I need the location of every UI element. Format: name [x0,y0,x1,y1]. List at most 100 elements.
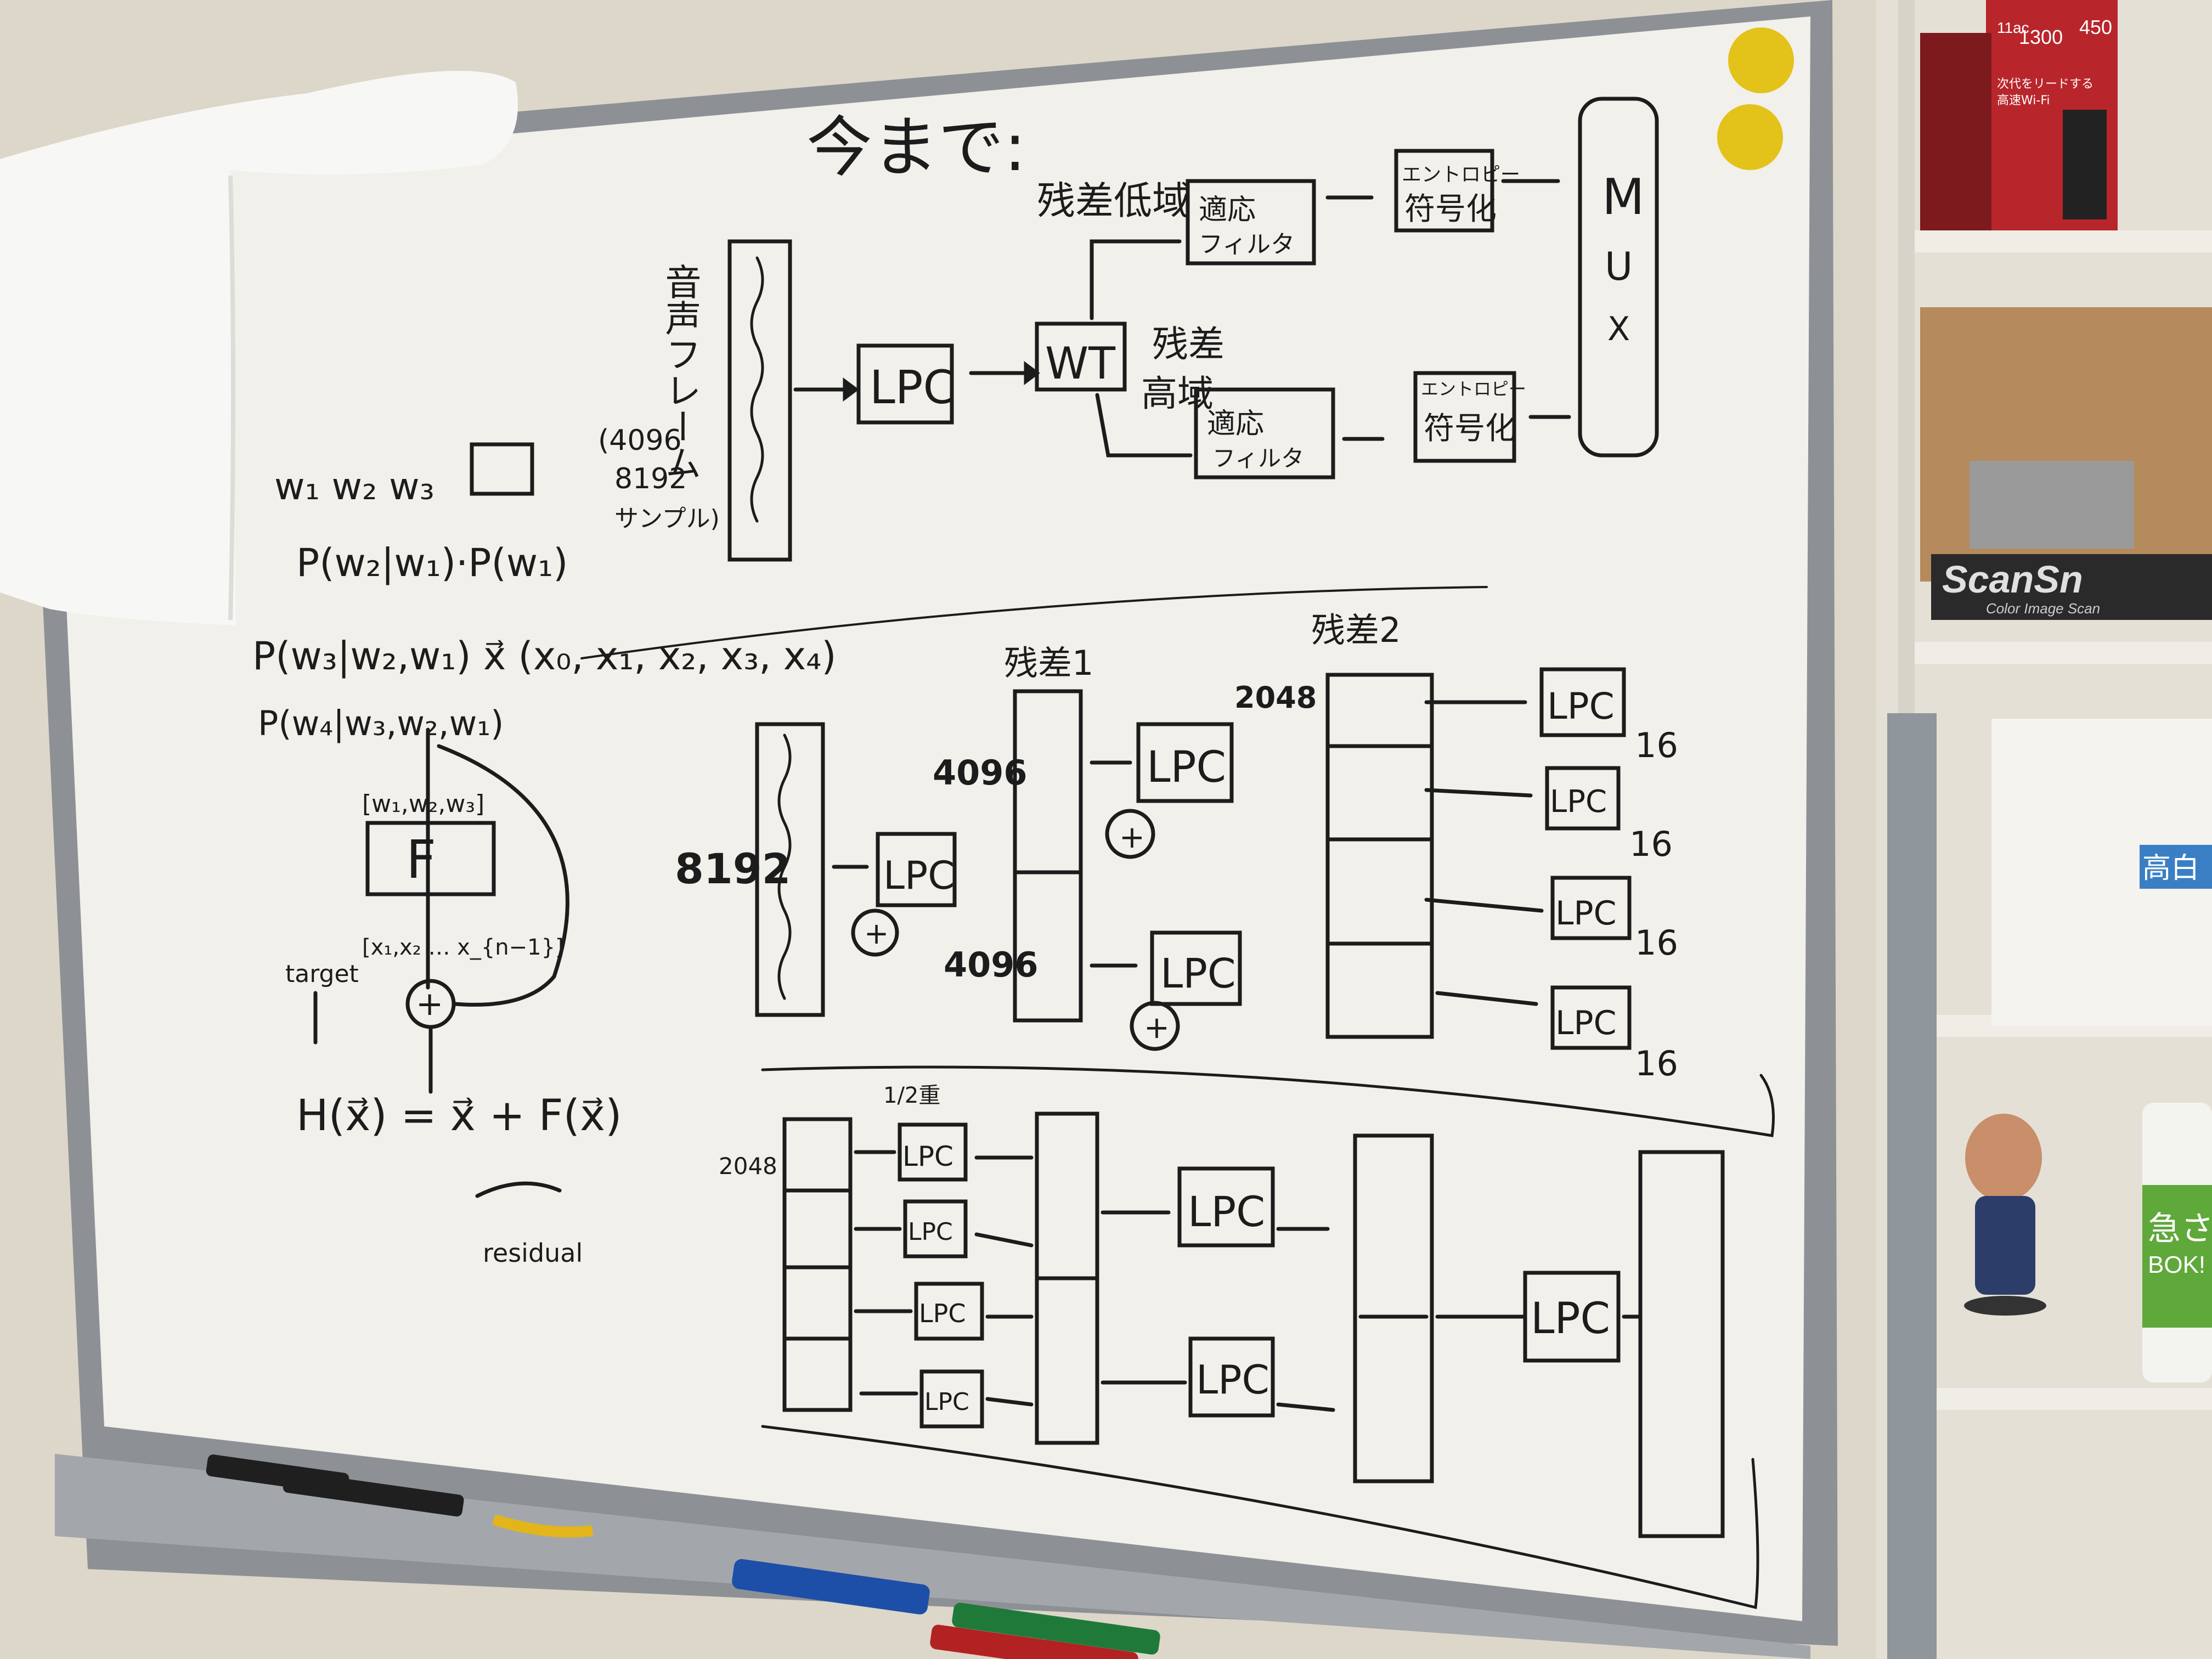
svg-text:音声フレーム: 音声フレーム [659,263,702,481]
spray-label-2: BOK! [2148,1251,2205,1278]
lower-filter-line1: 適応 [1207,408,1264,441]
residual1-label: 残差1 [1004,643,1093,683]
residual-label: residual [483,1238,583,1268]
lpc-out-4 [1550,985,1632,1050]
upper-coder-line1: エントロピー [1402,163,1520,186]
target-label: target [285,960,359,988]
lpc-out-1-count: 16 [1635,725,1678,765]
bottom-col-3 [1353,1133,1434,1483]
lpc-top-box [856,343,954,425]
middle-size-8192: 8192 [675,844,791,893]
function-label: F [406,829,436,890]
equation: H(x⃗) = x⃗ + F(x⃗) [296,1091,622,1141]
bottom-lpc-3-label: LPC [919,1299,966,1328]
bottom-lpc-5-label: LPC [1188,1187,1265,1236]
residual1-lpc-upper-label: LPC [1147,743,1226,792]
upper-coder-line2: 符号化 [1404,191,1497,227]
scanner: ScanSn Color Image Scan [1931,554,2212,620]
middle-adder-1: + [864,916,889,951]
size-2048: 2048 [1234,680,1317,715]
bottom-lpc-2 [903,1199,968,1259]
input-size-2: 8192 [614,462,687,495]
upper-filter-line1: 適応 [1199,194,1256,227]
scanner-brand: ScanSn [1942,558,2083,601]
lpc-out-4-label: LPC [1555,1004,1617,1042]
mux-m: M [1602,168,1645,226]
lower-filter-line2: フィルタ [1212,445,1304,472]
notes-line1: w₁ w₂ w₃ [274,465,435,509]
notes-line2: P(w₂|w₁)·P(w₁) [296,540,568,585]
scanner-sub: Color Image Scan [1986,600,2100,617]
input-size-3: サンプル) [614,505,720,533]
upper-branch-label: 残差低域 [1037,178,1190,223]
lpc-out-2-count: 16 [1629,824,1673,864]
bottom-lpc-1 [898,1122,968,1182]
bottom-lpc-4 [919,1369,984,1429]
whiteboard-surface [47,16,1810,1621]
upper-filter-line2: フィルタ [1199,230,1295,258]
magnet-2 [1717,104,1783,170]
whiteboard-drawings: 今まで: 音声フレーム (4096 8192 サンプル) LPC WT 残差低域… [252,97,1775,1610]
bottom-lpc-1-label: LPC [902,1141,953,1172]
lower-branch-label-2: 高域 [1141,373,1214,415]
lpc-out-2 [1545,766,1621,831]
lower-coder-line2: 符号化 [1424,411,1516,447]
residual1-lpc-lower [1150,930,1242,1006]
bottom-lpc-6 [1188,1336,1275,1418]
bottom-lpc-2-label: LPC [908,1218,953,1246]
router-box-text-5: 高速Wi-Fi [1997,94,2050,108]
lpc-out-4-count: 16 [1635,1043,1678,1084]
residual1-lpc-upper [1136,722,1234,803]
heading-text: 今まで: [806,110,1026,186]
lower-coder-box [1413,371,1516,463]
wt-box [1035,321,1127,392]
router-box-text-3: 450 [2079,16,2112,38]
residual2-label: 残差2 [1311,610,1401,650]
notes-line3: P(w₃|w₂,w₁) x⃗ (x₀, x₁, x₂, x₃, x₄) [252,634,837,679]
lower-coder-line1: エントロピー [1421,379,1526,399]
adder-plus: + [416,985,443,1023]
lpc-out-1 [1539,667,1626,737]
markers [206,1454,1160,1659]
output-label: [x₁,x₂ … x_{n−1}] [362,935,564,960]
middle-adder-3: + [1144,1010,1170,1046]
mux-box [1578,97,1659,458]
lpc-out-3-count: 16 [1635,923,1678,963]
bottom-col-4 [1638,1150,1725,1538]
input-size-1: (4096 [598,424,682,457]
router-box-text-1: 11ac [1997,19,2029,36]
bottom-lpc-6-label: LPC [1196,1357,1269,1403]
middle-lpc-box [876,832,957,907]
middle-adder-2: + [1119,820,1145,855]
lower-branch-label-1: 残差 [1152,323,1224,365]
mux-u: U [1605,244,1633,289]
input-frame-box [727,239,792,562]
lower-filter-box [1194,387,1335,479]
spray-label-1: 急さ [2148,1210,2212,1248]
upper-coder-box [1394,149,1494,233]
bottom-lpc-5 [1177,1166,1275,1248]
figurine [1964,1114,2046,1316]
lpc-out-2-label: LPC [1550,784,1607,820]
lpc-out-3 [1550,876,1632,940]
lpc-out-1-label: LPC [1547,685,1615,727]
residual1-box [1013,689,1083,1023]
bottom-lpc-7-label: LPC [1531,1294,1610,1344]
middle-lpc-label: LPC [883,853,955,898]
spray-bottle: 急さ BOK! [2142,1103,2212,1383]
bottom-size: 2048 [719,1153,777,1180]
router-box: 11ac 1300 450 次代をリードする 高速Wi-Fi [1920,0,2118,230]
residual2-box [1325,673,1434,1039]
bottom-lpc-4-label: LPC [924,1388,969,1416]
shelf-unit: 11ac 1300 450 次代をリードする 高速Wi-Fi ScanSn Co… [1876,0,2212,1659]
upper-filter-box [1186,179,1316,266]
middle-input-box [755,722,825,1017]
residual1-lpc-lower-label: LPC [1160,950,1236,997]
lpc-out-3-label: LPC [1555,894,1617,933]
size-4096-b: 4096 [944,945,1039,985]
wt-label: WT [1045,338,1116,389]
magnet-1 [1728,27,1794,93]
stand-pole [1887,713,1937,1659]
window-label: [w₁,w₂,w₃] [362,790,484,818]
